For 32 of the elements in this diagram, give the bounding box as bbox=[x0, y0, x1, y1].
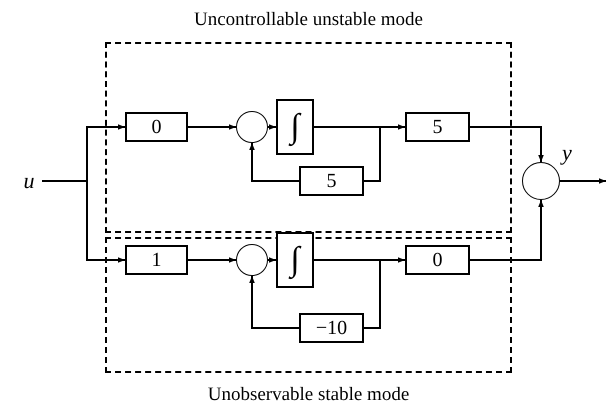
signal-arrow bbox=[42, 180, 125, 263]
signal-arrow bbox=[188, 124, 236, 130]
signal-arrow bbox=[470, 126, 544, 162]
gain-block bbox=[125, 245, 188, 275]
summing-junction bbox=[522, 162, 560, 200]
gain-value: −10 bbox=[316, 318, 348, 338]
summing-junction bbox=[236, 244, 268, 276]
signal-arrow bbox=[188, 257, 236, 263]
input-signal-label: u bbox=[24, 170, 34, 192]
gain-block bbox=[405, 112, 470, 142]
gain-value: 5 bbox=[432, 117, 442, 137]
integrator-block bbox=[276, 99, 314, 155]
gain-block bbox=[299, 166, 364, 196]
group-heading: Uncontrollable unstable mode bbox=[193, 8, 424, 32]
signal-arrow bbox=[268, 257, 276, 263]
gain-block bbox=[125, 112, 188, 142]
signal-arrow bbox=[249, 143, 299, 182]
integral-sign: ∫ bbox=[290, 243, 300, 277]
signal-arrow bbox=[560, 178, 606, 184]
gain-value: 5 bbox=[326, 171, 336, 191]
signal-arrow bbox=[470, 200, 544, 261]
summing-junction bbox=[236, 111, 268, 143]
gain-block bbox=[405, 245, 470, 275]
gain-value: 0 bbox=[432, 250, 442, 270]
signal-arrow bbox=[268, 124, 276, 130]
gain-value: 0 bbox=[152, 117, 162, 137]
gain-value: 1 bbox=[152, 250, 162, 270]
gain-block bbox=[299, 313, 364, 343]
group-heading: Unobservable stable mode bbox=[206, 382, 410, 406]
integral-sign: ∫ bbox=[290, 110, 300, 144]
integrator-block bbox=[276, 232, 314, 288]
signal-arrow bbox=[249, 276, 299, 329]
